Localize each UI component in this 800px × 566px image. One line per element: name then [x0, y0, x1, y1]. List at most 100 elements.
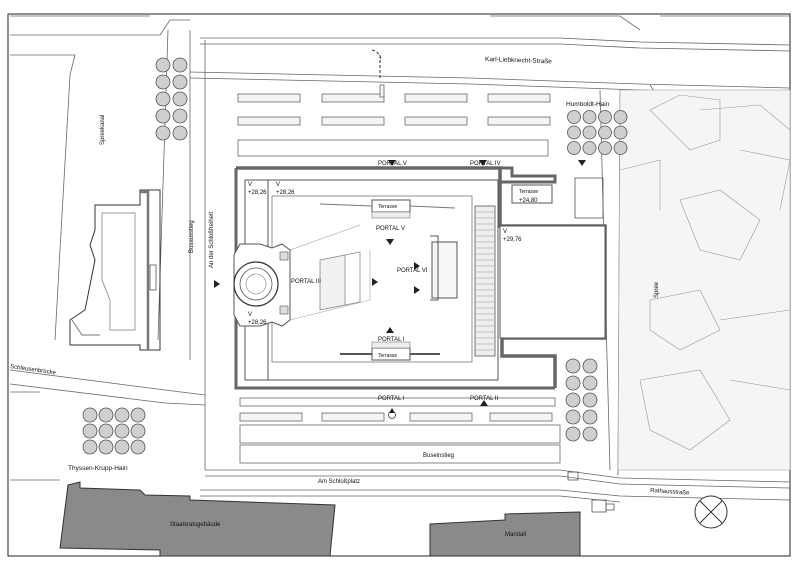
- tree-icon: [565, 358, 581, 374]
- tree-icon: [567, 110, 581, 124]
- label-portal-i: PORTAL I: [378, 396, 405, 402]
- label-portal-vi: PORTAL VI: [397, 268, 428, 274]
- tree-icon: [582, 426, 598, 442]
- tree-icon: [598, 125, 612, 140]
- tree-icon: [598, 141, 612, 155]
- dashed-path-curve: [371, 49, 382, 61]
- fountain-marker-arrow: [389, 408, 395, 413]
- label-humboldt-hain: Humboldt-Hain: [566, 101, 610, 108]
- label-terrasse-top: Terrasse: [378, 204, 397, 210]
- arrow-portal-iv: [479, 160, 487, 166]
- arrow-portal-vi-a: [414, 262, 420, 270]
- label-elev-e-v: V: [503, 229, 507, 235]
- west-building: [69, 189, 161, 351]
- tree-icon: [582, 141, 597, 155]
- tree-icon: [582, 125, 597, 140]
- tree-icon: [565, 409, 581, 425]
- label-rathausstrasse: Rathausstraße: [650, 488, 690, 497]
- tree-icon: [582, 392, 598, 408]
- tree-icon: [172, 57, 188, 73]
- label-spree: Spree: [654, 281, 660, 298]
- tree-icon: [155, 57, 171, 73]
- label-an-der-schlossfreiheit: An der Schloßfreiheit: [209, 212, 215, 268]
- tree-icon: [98, 407, 114, 423]
- tree-icon: [155, 74, 171, 90]
- tree-icon: [172, 108, 188, 124]
- label-marstall: Marstall: [505, 532, 526, 538]
- label-karl-liebknecht: Karl-Liebknecht-Straße: [485, 56, 552, 65]
- tree-icon: [582, 375, 598, 391]
- tree-icon: [567, 141, 581, 155]
- label-staatsratsgebaeude: Staatsratsgebäude: [170, 522, 221, 528]
- tree-icon: [82, 439, 98, 455]
- tree-icon: [172, 74, 188, 90]
- arrow-portal-v-inner: [386, 239, 394, 245]
- tree-icon: [172, 91, 188, 107]
- small-structures: [567, 177, 615, 513]
- tree-icon: [82, 423, 98, 439]
- tree-icon: [613, 125, 628, 140]
- arrow-portal-iii: [372, 278, 378, 286]
- label-elev-nw: +28,26: [248, 190, 267, 196]
- arrow-portal-v-north: [388, 160, 396, 166]
- label-busausstieg: Busausstieg: [189, 220, 195, 253]
- schloss-building: [233, 166, 607, 390]
- tree-icon: [613, 110, 628, 124]
- label-elev-nw-v: V: [248, 182, 252, 188]
- spree-river: [617, 89, 791, 471]
- label-elev-sw-v: V: [248, 312, 252, 318]
- tree-icon: [565, 426, 581, 442]
- tree-icon: [114, 423, 130, 439]
- label-portal-v-inner: PORTAL V: [376, 226, 405, 232]
- label-portal-iv: PORTAL IV: [470, 161, 501, 167]
- tree-icon: [598, 110, 612, 124]
- arrow-portal-ii: [480, 400, 488, 406]
- label-buseinstieg: Buseinstieg: [423, 453, 454, 459]
- tree-icon: [155, 125, 171, 141]
- tree-icon: [582, 358, 598, 374]
- tree-icon: [155, 108, 171, 124]
- tree-icon: [114, 407, 130, 423]
- label-terrasse-ne: Terrasse: [519, 189, 538, 195]
- north-forecourt-bars: [237, 84, 551, 157]
- tree-cluster-thyssen-krupp-hain: [82, 407, 146, 455]
- arrow-west: [214, 280, 220, 288]
- tree-icon: [565, 392, 581, 408]
- south-forecourt-bars: [239, 397, 556, 422]
- label-am-schlossplatz: Am Schloßplatz: [318, 479, 360, 485]
- arrow-portal-i-inner: [386, 327, 394, 333]
- compass-icon: [694, 495, 728, 529]
- tree-icon: [82, 407, 98, 423]
- tree-icon: [130, 407, 146, 423]
- tree-icon: [172, 125, 188, 141]
- staatsratsgebaeude-building: [59, 481, 336, 557]
- label-elev-ne: +24,80: [519, 198, 538, 204]
- tree-icon: [130, 439, 146, 455]
- tree-icon: [130, 423, 146, 439]
- label-elev-n2: +28,26: [276, 190, 295, 196]
- stair-bar: [474, 205, 496, 357]
- tree-icon: [613, 141, 628, 155]
- tree-icon: [98, 439, 114, 455]
- label-portal-iii: PORTAL III: [291, 279, 321, 285]
- tree-icon: [582, 409, 598, 425]
- label-terrasse-bottom: Terrasse: [378, 353, 397, 359]
- arrow-humboldt: [578, 160, 586, 166]
- tree-cluster-humboldt-hain: [567, 110, 628, 155]
- arrow-portal-vi-b: [414, 286, 420, 294]
- tree-cluster-se: [565, 358, 598, 442]
- tree-icon: [567, 125, 581, 140]
- tree-icon: [565, 375, 581, 391]
- label-spreekanal: Spreekanal: [100, 115, 106, 145]
- marstall-building: [429, 511, 581, 557]
- label-elev-sw: +28,26: [248, 320, 267, 326]
- label-portal-ii: PORTAL II: [470, 396, 499, 402]
- tree-icon: [155, 91, 171, 107]
- label-thyssen-krupp-hain: Thyssen-Krupp-Hain: [68, 465, 128, 472]
- tree-icon: [114, 439, 130, 455]
- tree-cluster-nw: [155, 57, 188, 141]
- tree-icon: [582, 110, 597, 124]
- label-elev-n2-v: V: [276, 182, 280, 188]
- tree-icon: [98, 423, 114, 439]
